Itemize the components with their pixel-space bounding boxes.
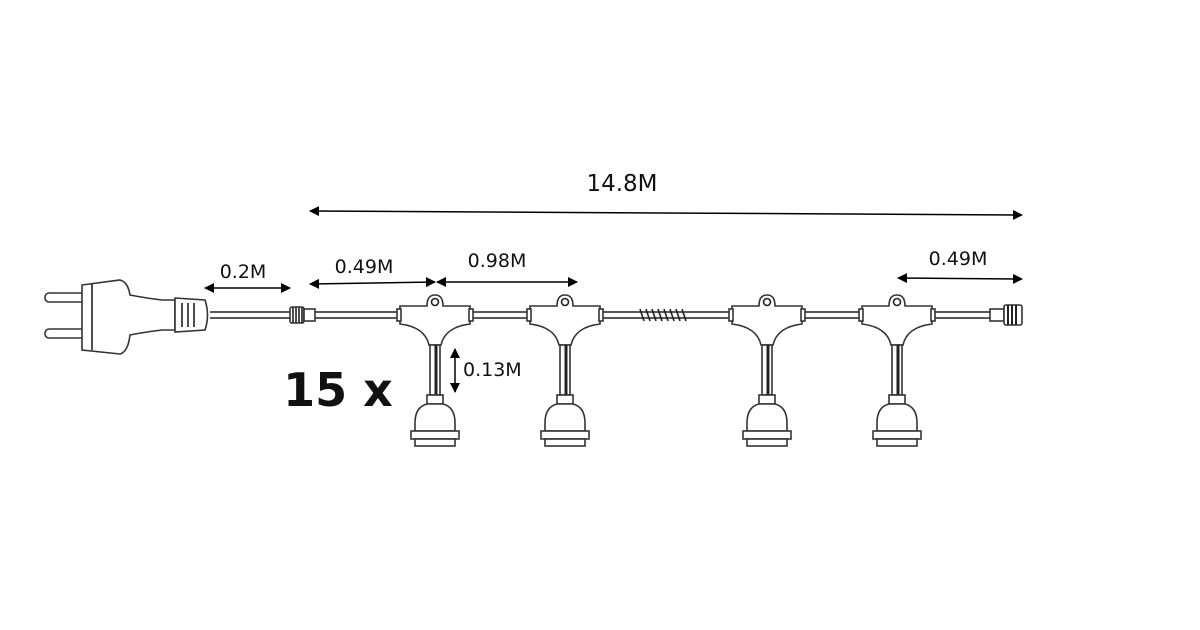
socket-icon: [857, 293, 937, 448]
first-spacing-label: 0.49M: [335, 256, 394, 278]
plug-icon: [44, 279, 209, 355]
coiled-cable-break: [639, 308, 687, 322]
total-length-arrow: [309, 206, 1023, 220]
plug-cable-label: 0.2M: [220, 261, 267, 283]
socket-icon: [525, 293, 605, 448]
end-connector: [989, 304, 1023, 326]
socket-icon: [395, 293, 475, 448]
socket-icon: [727, 293, 807, 448]
drop-length-label: 0.13M: [463, 359, 522, 381]
last-spacing-arrow: [897, 273, 1023, 284]
last-spacing-label: 0.49M: [929, 248, 988, 270]
input-connector: [289, 306, 316, 324]
first-spacing-arrow: [309, 277, 436, 289]
socket-spacing-label: 0.98M: [468, 250, 527, 272]
total-length-label: 14.8M: [586, 171, 657, 197]
main-cable: [210, 308, 990, 322]
socket-count-label: 15 x: [283, 363, 393, 417]
